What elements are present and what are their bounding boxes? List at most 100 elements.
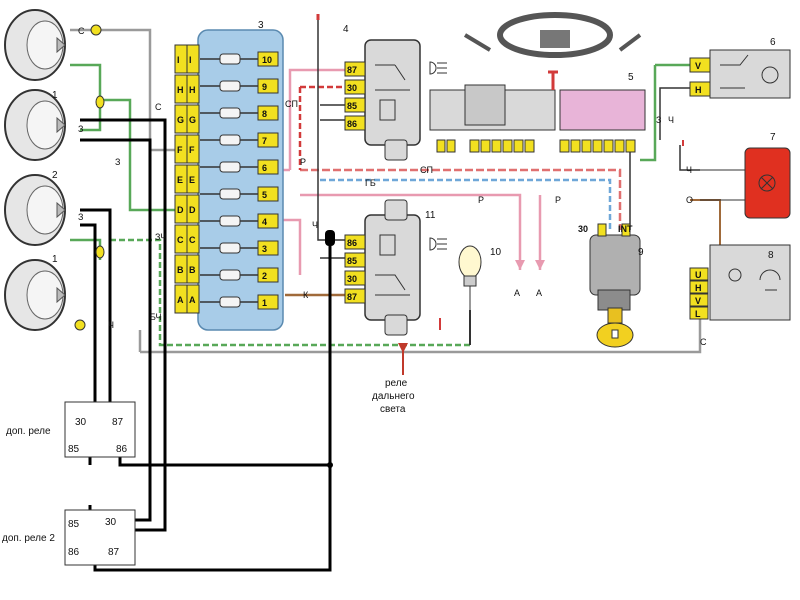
wire-label-ch-2: Ч: [312, 220, 318, 230]
wire-label-bch: БЧ: [150, 312, 162, 322]
fuse-letter: A: [177, 295, 184, 305]
fuse-number: 1: [262, 298, 267, 308]
annotation-line-3: света: [380, 404, 406, 415]
fuse-letter: H: [189, 85, 196, 95]
relay11-pin-86: 86: [347, 238, 357, 248]
relay4-pin-30: 30: [347, 83, 357, 93]
fuse-letter-cell: [186, 164, 200, 194]
fuse-terminal: [257, 294, 279, 310]
extra-relay1-pin-30: 30: [75, 417, 87, 428]
component-numbers: 1 2 1 3 4 5 6 7 8 9 10 11: [52, 20, 776, 265]
wire-label-c-1: С: [78, 26, 85, 36]
fuse-element: [219, 161, 241, 173]
relay-11: 86 85 30 87: [325, 199, 447, 336]
fuse-element: [219, 242, 241, 254]
relay4-pin-87: 87: [347, 65, 357, 75]
headlamp-1-top: [4, 9, 66, 81]
component-number-3: 3: [258, 20, 264, 31]
wire-label-ch-4: Ч: [686, 165, 692, 175]
extra-relay2-label: доп. реле 2: [2, 533, 55, 544]
switch-pin: [480, 139, 491, 153]
fuse-number: 6: [262, 163, 267, 173]
wire-label-a-2: А: [536, 288, 542, 298]
extra-relay1-label: доп. реле: [6, 426, 51, 437]
fuse-element: [219, 269, 241, 281]
switch8-pin-h: H: [695, 283, 702, 293]
extra-relay2-pin-86: 86: [68, 547, 80, 558]
fuse-number: 10: [262, 55, 272, 65]
fuse-letter-cell: [186, 194, 200, 224]
switch-pin: [491, 139, 502, 153]
fuse-letter: A: [189, 295, 196, 305]
wire-label-ch-1: Ч: [108, 320, 114, 330]
fuse-letter-cell: [186, 74, 200, 104]
wire-label-z-1: З: [78, 124, 83, 134]
lamp-icon: [761, 66, 779, 84]
switch-pin: [446, 139, 456, 153]
junction-dot: [327, 462, 333, 468]
headlamps: [4, 9, 66, 331]
fuse-terminal: [257, 267, 279, 283]
component-number-4: 4: [343, 24, 349, 35]
switch-pin: [502, 139, 513, 153]
fuse-element: [219, 296, 241, 308]
fuse-letter: E: [189, 175, 195, 185]
fuse-letter: G: [189, 115, 196, 125]
wire-label-zch: ЗЧ: [155, 232, 166, 242]
relay4-pin-86: 86: [347, 119, 357, 129]
bulb-10: [458, 245, 482, 310]
headlight-symbol-icon: [429, 237, 447, 251]
switch-pin: [570, 139, 581, 153]
fuse-element: [219, 53, 241, 65]
fuse-letter: F: [177, 145, 183, 155]
wire-label-z-4: З: [656, 115, 661, 125]
component-number-2: 2: [52, 170, 58, 181]
fuse-terminal: [257, 132, 279, 148]
fuse-terminal: [257, 51, 279, 67]
wire-label-r-1: Р: [300, 157, 306, 167]
wire-labels: С С З З З ЗЧ Ч БЧ СП Р Ч К СП ГБ Р Р А А…: [78, 26, 707, 347]
wire-label-z-3: З: [78, 212, 83, 222]
relay11-pin-87: 87: [347, 292, 357, 302]
fuse-element: [219, 215, 241, 227]
switch-pin: [603, 139, 614, 153]
fuse-terminal: [257, 240, 279, 256]
fuse-number: 2: [262, 271, 267, 281]
extra-relay2-pin-30: 30: [105, 517, 117, 528]
wire-label-r-2: Р: [478, 195, 484, 205]
relay-4: 87 30 85 86: [344, 39, 447, 161]
fuse-letter: B: [189, 265, 196, 275]
switch6-pin-h: H: [695, 85, 702, 95]
fuse-terminal: [257, 213, 279, 229]
wire-label-gb: ГБ: [365, 178, 376, 188]
wire-label-sp-1: СП: [285, 99, 298, 109]
extra-relay-2: 85 30 86 87 доп. реле 2: [2, 509, 136, 566]
switch8-pin-u: U: [695, 270, 702, 280]
wire-label-k: К: [303, 290, 309, 300]
extra-relay1-pin-85: 85: [68, 444, 80, 455]
wire-label-c-2: С: [155, 102, 162, 112]
fuse-letter: C: [189, 235, 196, 245]
wire-label-ch-3: Ч: [668, 115, 674, 125]
component-number-10: 10: [490, 247, 502, 258]
fuse-number: 7: [262, 136, 267, 146]
fuse-element: [219, 188, 241, 200]
fuse-letter: F: [189, 145, 195, 155]
component-number-7: 7: [770, 132, 776, 143]
relay4-pin-85: 85: [347, 101, 357, 111]
ignition-terminal-int: INT: [618, 224, 633, 234]
switch-8: U H V L: [689, 244, 791, 321]
component-number-11: 11: [425, 210, 436, 221]
headlamp-2-upper: [4, 89, 66, 161]
fuse-terminal: [257, 159, 279, 175]
relay11-pin-85: 85: [347, 256, 357, 266]
extra-relay1-pin-87: 87: [112, 417, 124, 428]
switch-pin: [513, 139, 524, 153]
ignition-switch-9: [589, 223, 641, 348]
fuse-letter-cell: [186, 44, 200, 74]
headlamp-2-lower: [4, 174, 66, 246]
switch-pin: [614, 139, 625, 153]
switch6-pin-v: V: [695, 61, 701, 71]
